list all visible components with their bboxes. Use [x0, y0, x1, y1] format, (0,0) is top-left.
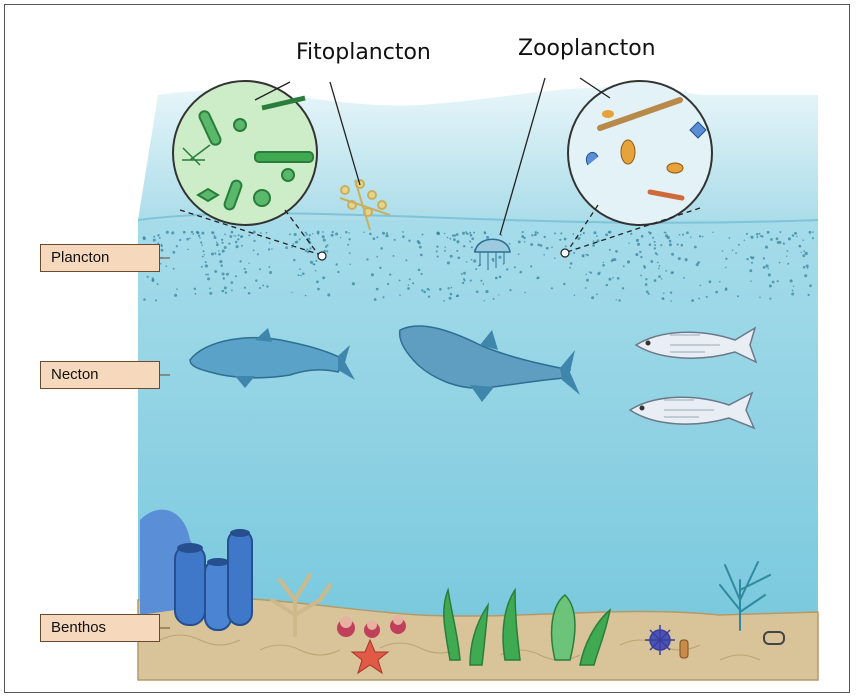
zone-label-benthos: Benthos [40, 614, 160, 642]
phytoplankton-magnifier [173, 81, 317, 225]
zooplankton-magnifier [568, 81, 712, 225]
zone-label-plankton: Plancton [40, 244, 160, 272]
zone-label-nekton: Necton [40, 361, 160, 389]
callout-phytoplankton: Fitoplancton [296, 40, 431, 65]
callout-zooplankton: Zooplancton [518, 36, 656, 61]
